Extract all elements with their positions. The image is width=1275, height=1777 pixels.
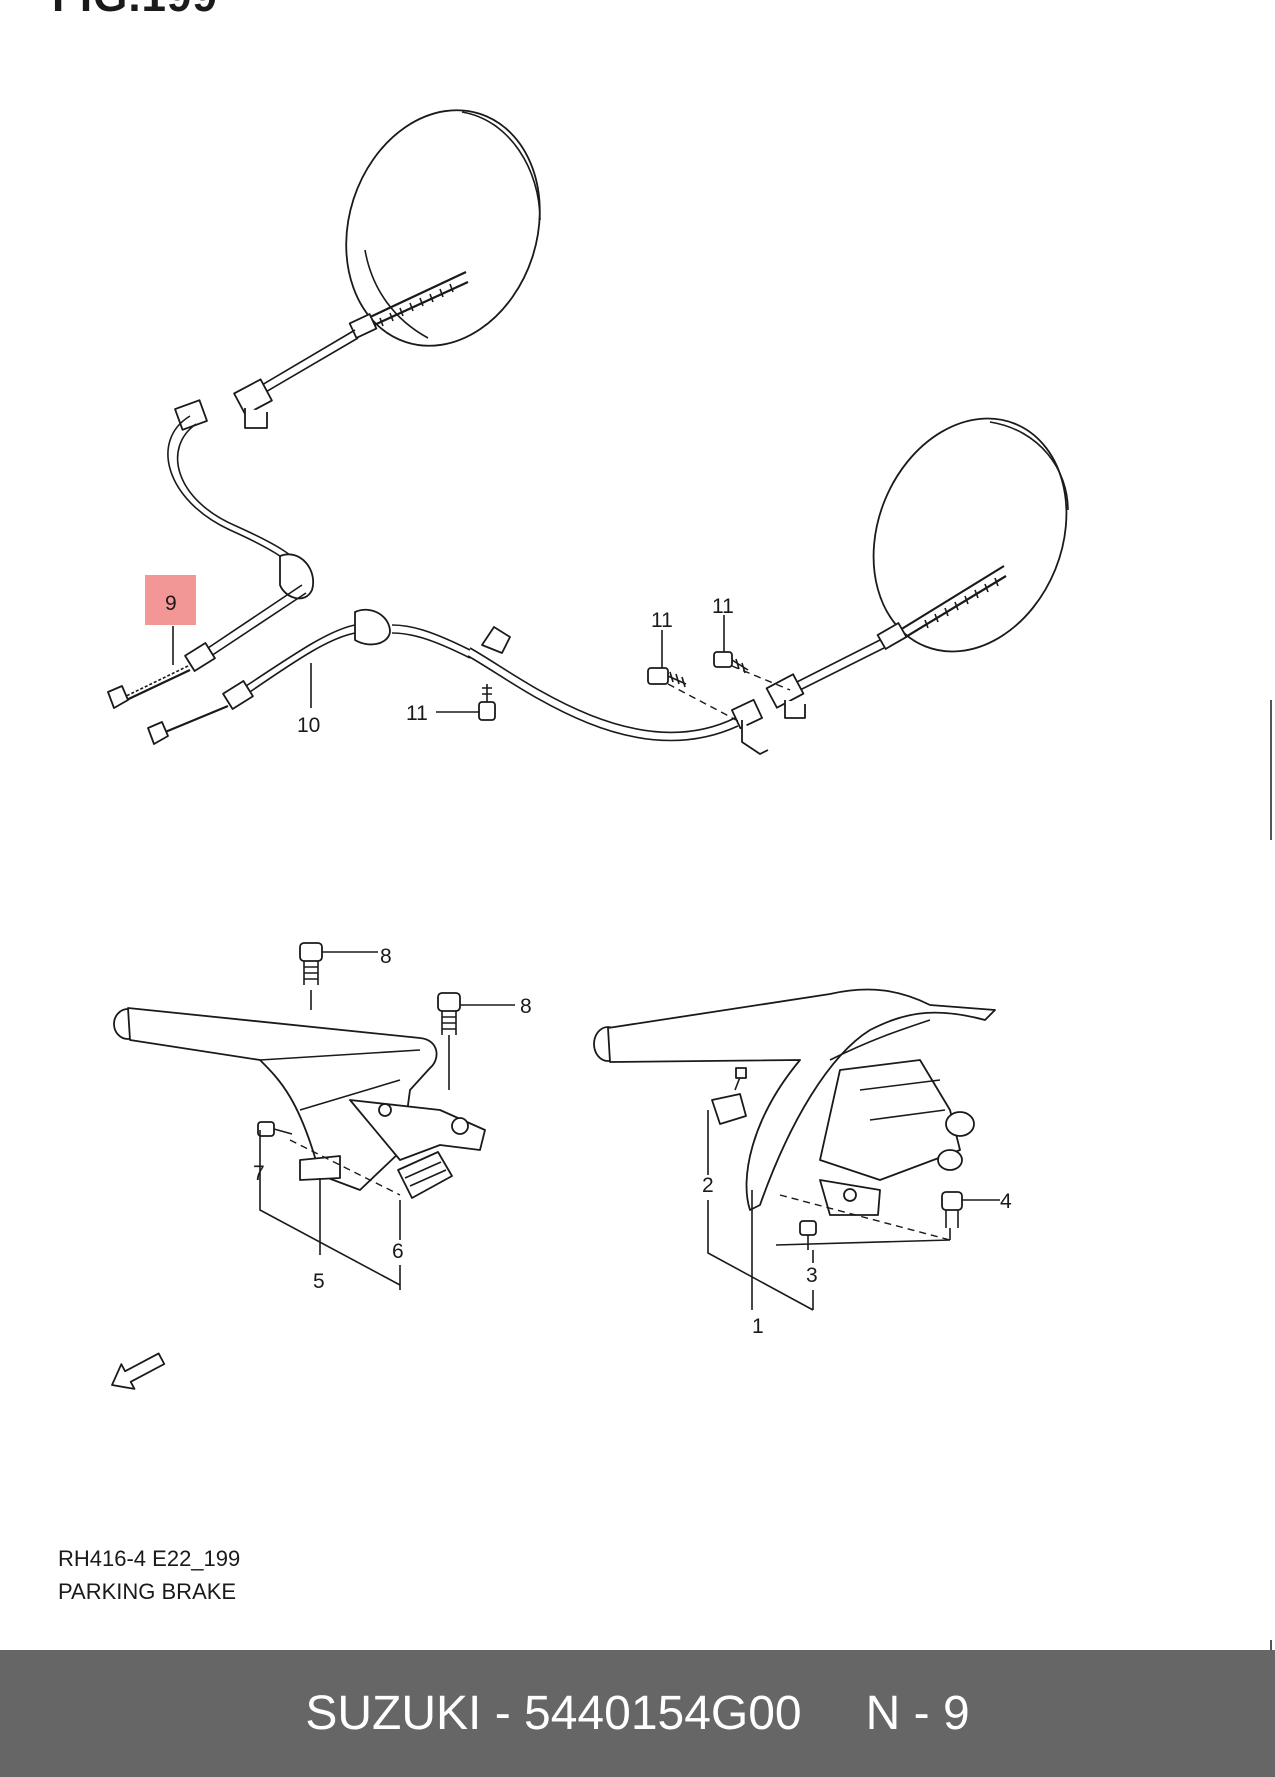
footer-dash: -	[494, 1687, 511, 1740]
callout-7: 7	[253, 1162, 265, 1185]
bolt-11-c	[478, 684, 496, 721]
callout-8-b: 8	[520, 995, 532, 1018]
edge-mark-top	[1270, 700, 1272, 840]
callout-5: 5	[313, 1270, 325, 1293]
fwd-arrow-icon: FWD	[111, 1352, 166, 1390]
callout-11-c: 11	[406, 702, 428, 725]
footer-bar: SUZUKI - 5440154G00 N - 9	[0, 1650, 1275, 1777]
callout-11-b: 11	[712, 595, 734, 618]
footer-position-code: N - 9	[865, 1687, 970, 1740]
right-cable-threaded-end	[876, 565, 1007, 650]
highlight-box-9	[145, 575, 196, 625]
edge-mark-bottom	[1270, 1640, 1272, 1652]
bolt-4	[941, 1191, 963, 1228]
bolt-8-b	[437, 992, 461, 1035]
callout-2: 2	[702, 1174, 714, 1197]
callout-11-a: 11	[651, 609, 673, 632]
callout-1: 1	[752, 1315, 764, 1338]
bolt-7	[257, 1121, 293, 1137]
parking-brake-diagram: FWD 9 10 11 11 11 8 8 7 6 5 2 3 4 1	[107, 109, 1069, 1390]
clip-2	[711, 1067, 747, 1125]
callout-9: 9	[165, 592, 177, 615]
footer-part-number: 5440154G00	[524, 1687, 802, 1740]
parking-brake-lever-assembly-right	[593, 988, 996, 1216]
bolt-8-a	[299, 942, 323, 985]
left-brake-drum	[345, 109, 541, 347]
cable-9	[107, 329, 359, 709]
figure-title: FIG.199	[52, 0, 218, 22]
diagram-code: RH416-4 E22_199	[58, 1546, 241, 1571]
bolt-11-a	[647, 667, 687, 688]
callout-3: 3	[806, 1264, 818, 1287]
footer-brand: SUZUKI	[305, 1687, 482, 1740]
callout-10: 10	[297, 714, 320, 737]
bolt-11-b	[713, 651, 749, 674]
callout-6: 6	[392, 1240, 404, 1263]
callout-8-a: 8	[380, 945, 392, 968]
right-brake-drum	[872, 417, 1069, 653]
cable-10	[147, 608, 885, 755]
diagram-info: RH416-4 E22_199 PARKING BRAKE	[58, 1542, 240, 1608]
callout-4: 4	[1000, 1190, 1012, 1213]
bolt-3	[799, 1220, 817, 1250]
parking-brake-lever-assembly-left	[113, 1007, 486, 1199]
diagram-name: PARKING BRAKE	[58, 1579, 237, 1604]
